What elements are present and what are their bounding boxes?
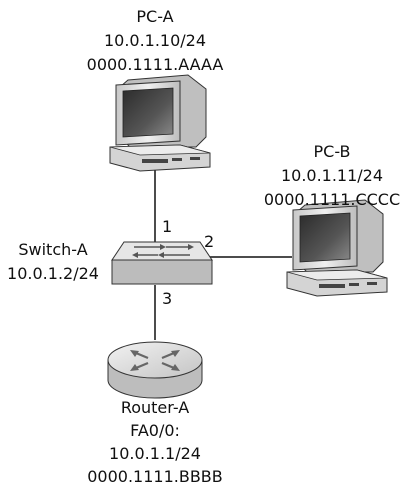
switch-a-name: Switch-A	[18, 240, 88, 259]
router-a-interface: FA0/0:	[130, 421, 180, 440]
pc-b-ip: 10.0.1.11/24	[280, 166, 384, 185]
router-a-mac: 0000.1111.BBBB	[87, 467, 223, 486]
pc-a-ip: 10.0.1.10/24	[103, 31, 207, 50]
port-label-3: 3	[162, 289, 173, 308]
router-icon	[107, 341, 203, 399]
router-a-name: Router-A	[120, 398, 190, 417]
switch-icon	[111, 241, 213, 285]
links	[154, 165, 292, 340]
port-label-2: 2	[204, 232, 215, 251]
pc-a-name: PC-A	[136, 7, 174, 26]
port-label-1: 1	[162, 217, 173, 236]
computer-icon	[286, 199, 388, 297]
computer-icon	[109, 74, 211, 172]
pc-a-mac: 0000.1111.AAAA	[86, 55, 224, 74]
pc-b-mac: 0000.1111.CCCC	[263, 190, 401, 209]
switch-a-ip: 10.0.1.2/24	[7, 264, 99, 283]
pc-b-name: PC-B	[313, 142, 351, 161]
router-a-ip: 10.0.1.1/24	[109, 444, 201, 463]
